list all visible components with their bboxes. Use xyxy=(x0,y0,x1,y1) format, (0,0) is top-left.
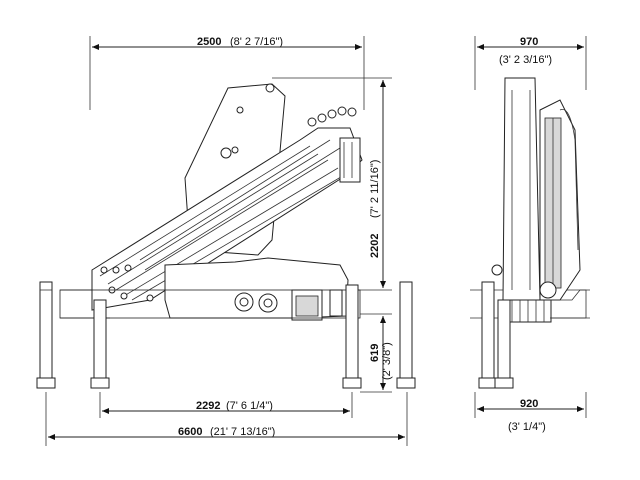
side-width-value: 970 xyxy=(520,36,538,48)
inner-span-value: 2292 xyxy=(196,400,220,412)
stabilizer-legs-side xyxy=(478,281,514,389)
dimension-side-width: 970 (3' 2 3/16") xyxy=(474,36,587,90)
leg-outer-left xyxy=(36,281,56,389)
leg-height-imperial: (2' 3/8") xyxy=(381,342,393,380)
leg-inner-left xyxy=(90,299,110,389)
height-imperial: (7' 2 11/16") xyxy=(369,160,381,218)
crane-side-view xyxy=(470,77,590,323)
crane-front-view xyxy=(59,83,363,321)
leg-outer-right xyxy=(396,281,416,389)
dimension-outer-span: 6600 (21' 7 13/16") xyxy=(45,392,408,446)
top-width-imperial: (8' 2 7/16") xyxy=(230,36,283,48)
base-width-value: 920 xyxy=(520,398,538,410)
dimension-base-width: 920 (3' 1/4") xyxy=(474,392,587,433)
leg-side-right xyxy=(494,299,514,389)
side-width-imperial: (3' 2 3/16") xyxy=(499,54,552,66)
outer-span-value: 6600 xyxy=(178,426,202,438)
outer-span-imperial: (21' 7 13/16") xyxy=(210,426,275,438)
stabilizer-legs-front xyxy=(36,281,416,389)
top-width-value: 2500 xyxy=(197,36,221,48)
base-width-imperial: (3' 1/4") xyxy=(508,421,546,433)
inner-span-imperial: (7' 6 1/4") xyxy=(226,400,273,412)
dimension-inner-span: 2292 (7' 6 1/4") xyxy=(99,392,353,418)
leg-height-value: 619 xyxy=(369,344,381,362)
dimension-top-width: 2500 (8' 2 7/16") xyxy=(89,36,365,110)
height-value: 2202 xyxy=(369,234,381,258)
leg-inner-right xyxy=(342,284,362,389)
leg-side-left xyxy=(478,281,498,389)
dimension-leg-height: 619 (2' 3/8") xyxy=(360,313,393,393)
